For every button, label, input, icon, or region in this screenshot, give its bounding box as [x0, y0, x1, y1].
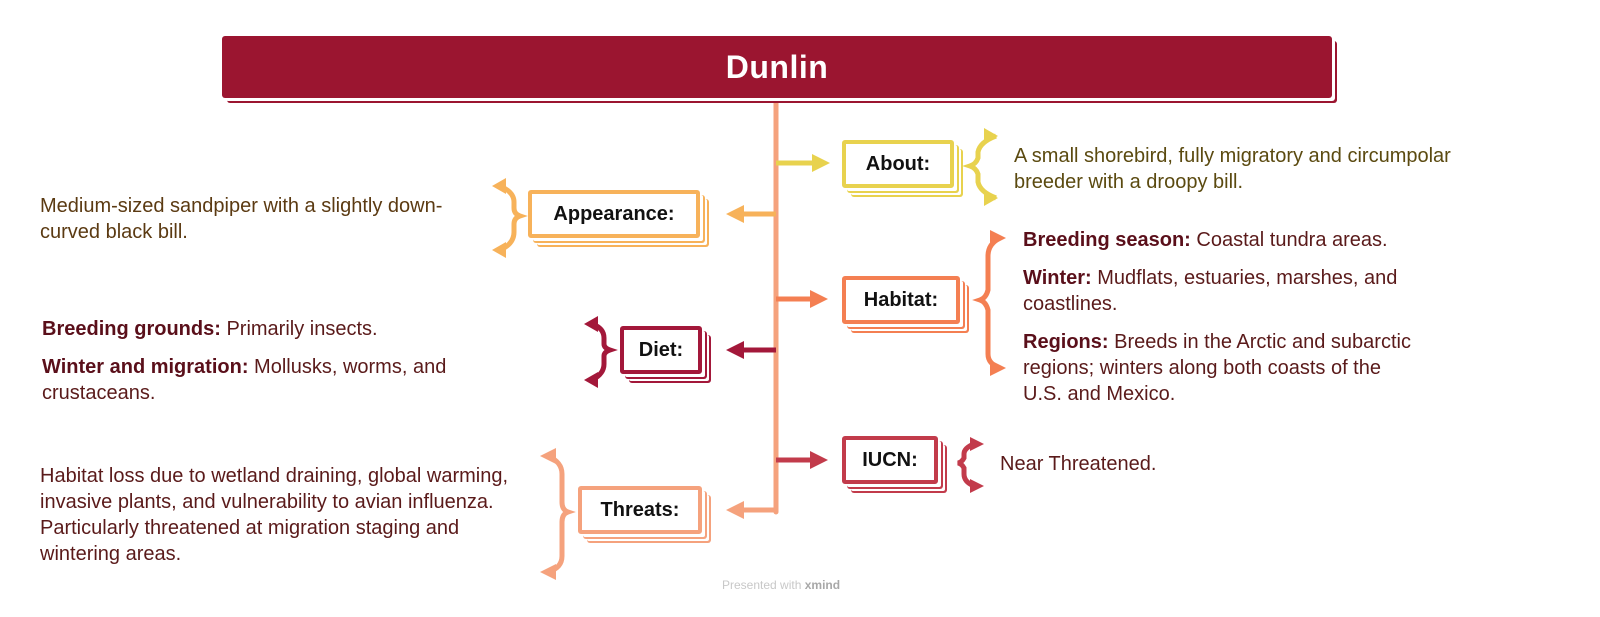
diet-item: Breeding grounds: Primarily insects.: [42, 316, 532, 342]
appearance-connector: [726, 205, 776, 223]
title-bar[interactable]: Dunlin: [222, 36, 1332, 98]
appearance-description: Medium-sized sandpiper with a slightly d…: [40, 193, 480, 245]
habitat-item-text: Coastal tundra areas.: [1196, 229, 1388, 251]
node-habitat-label: Habitat:: [863, 288, 939, 311]
node-iucn[interactable]: IUCN:: [842, 436, 938, 484]
about-text: A small shorebird, fully migratory and c…: [1014, 145, 1451, 193]
diet-item-term: Winter and migration:: [42, 356, 249, 378]
threats-text: Habitat loss due to wetland draining, gl…: [40, 465, 509, 565]
habitat-connector: [776, 290, 828, 308]
appearance-bracket: [492, 178, 528, 258]
habitat-item-term: Regions:: [1023, 331, 1109, 353]
node-about-label: About:: [865, 152, 931, 175]
node-diet-label: Diet:: [638, 338, 684, 361]
habitat-description: Breeding season: Coastal tundra areas. W…: [1023, 227, 1463, 419]
iucn-connector: [776, 451, 828, 469]
habitat-item: Breeding season: Coastal tundra areas.: [1023, 227, 1463, 253]
about-bracket: [962, 128, 998, 206]
iucn-bracket: [957, 437, 984, 493]
habitat-item-text: Mudflats, estuaries, marshes, and coastl…: [1023, 267, 1398, 315]
iucn-text: Near Threatened.: [1000, 453, 1157, 475]
diet-item-text: Primarily insects.: [226, 318, 378, 340]
habitat-item: Regions: Breeds in the Arctic and subarc…: [1023, 329, 1423, 407]
node-about[interactable]: About:: [842, 140, 954, 188]
habitat-bracket: [972, 230, 1006, 376]
diet-connector: [726, 341, 776, 359]
threats-description: Habitat loss due to wetland draining, gl…: [40, 463, 530, 567]
diet-description: Breeding grounds: Primarily insects. Win…: [42, 316, 532, 418]
diet-item: Winter and migration: Mollusks, worms, a…: [42, 354, 532, 406]
footer-prefix: Presented with: [722, 578, 802, 592]
node-appearance[interactable]: Appearance:: [528, 190, 700, 238]
habitat-item: Winter: Mudflats, estuaries, marshes, an…: [1023, 265, 1463, 317]
habitat-item-text: Breeds in the Arctic and subarctic regio…: [1023, 331, 1411, 405]
appearance-text: Medium-sized sandpiper with a slightly d…: [40, 195, 443, 243]
diet-item-text: Mollusks, worms, and crustaceans.: [42, 356, 447, 404]
diet-bracket: [584, 316, 618, 388]
node-threats[interactable]: Threats:: [578, 486, 702, 534]
node-iucn-label: IUCN:: [862, 448, 918, 471]
footer-credit: Presented with xmind: [722, 578, 840, 592]
diagram-title: Dunlin: [725, 48, 829, 85]
habitat-item-term: Breeding season:: [1023, 229, 1191, 251]
threats-bracket: [540, 448, 576, 580]
threats-connector: [726, 501, 776, 519]
about-connector: [776, 154, 830, 172]
footer-brand: xmind: [804, 578, 841, 592]
node-diet[interactable]: Diet:: [620, 326, 702, 374]
node-appearance-label: Appearance:: [553, 202, 675, 225]
node-habitat[interactable]: Habitat:: [842, 276, 960, 324]
habitat-item-term: Winter:: [1023, 267, 1092, 289]
about-description: A small shorebird, fully migratory and c…: [1014, 143, 1454, 195]
diet-item-term: Breeding grounds:: [42, 318, 221, 340]
node-threats-label: Threats:: [600, 498, 680, 521]
iucn-description: Near Threatened.: [1000, 451, 1300, 477]
